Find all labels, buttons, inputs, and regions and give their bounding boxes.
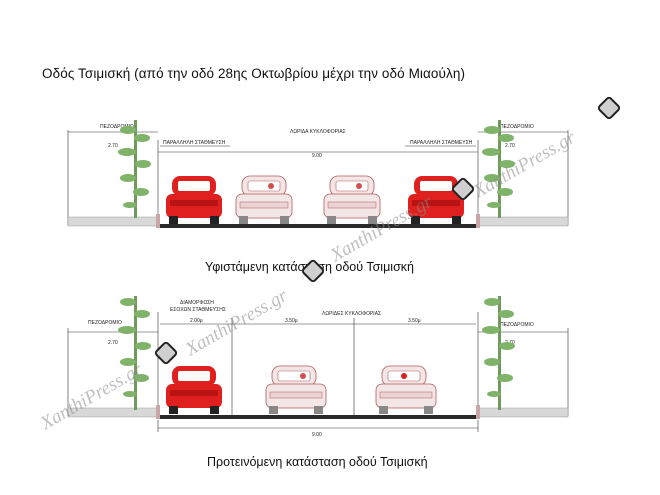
red-car-icon (166, 366, 222, 414)
parking-right-label: ΠΑΡΑΛΛΗΛΗ ΣΤΑΘΜΕΥΣΗ (410, 140, 473, 146)
red-car-icon (408, 176, 464, 224)
existing-caption: Υφιστάμενη κατάσταση οδού Τσιμισκή (205, 260, 414, 274)
red-car-icon (166, 176, 222, 224)
proposed-cross-section: ΠΕΖΟΔΡΟΜΙΟ 2.70 ΔΙΑΜΟΡΦΩΣΗ ΕΣΟΧΩΝ ΣΤΑΘΜΕ… (67, 296, 569, 438)
parking-label-line1: ΔΙΑΜΟΡΦΩΣΗ (180, 300, 214, 306)
sidewalk-left-label: ΠΕΖΟΔΡΟΜΙΟ (100, 124, 134, 130)
page-title: Οδός Τσιμισκή (από την οδό 28ης Οκτωβρίο… (42, 66, 466, 81)
sidewalk-left-width: 2.70 (108, 340, 118, 346)
parking-label-line2: ΕΣΟΧΩΝ ΣΤΑΘΜΕΥΣΗΣ (170, 307, 226, 313)
traffic-lanes-label: ΛΩΡΙΔΕΣ ΚΥΚΛΟΦΟΡΙΑΣ (322, 311, 381, 317)
existing-cross-section: ΠΕΖΟΔΡΟΜΙΟ 2.70 ΠΑΡΑΛΛΗΛΗ ΣΤΑΘΜΕΥΣΗ ΛΩΡΙ… (67, 120, 569, 228)
sidewalk-left-width: 2.70 (108, 143, 118, 149)
sidewalk-left-label: ΠΕΖΟΔΡΟΜΙΟ (88, 320, 122, 326)
car-icon (323, 175, 381, 224)
road-width-label: 9.00 (312, 153, 322, 159)
lane-width-1: 3.50μ (285, 318, 298, 324)
car-icon (375, 365, 437, 414)
road-width-label: 9.00 (312, 432, 322, 438)
parking-left-label: ΠΑΡΑΛΛΗΛΗ ΣΤΑΘΜΕΥΣΗ (163, 140, 226, 146)
sidewalk-right-width: 2.70 (505, 143, 515, 149)
lane-width-2: 3.50μ (408, 318, 421, 324)
car-icon (235, 175, 293, 224)
sidewalk-right-label: ΠΕΖΟΔΡΟΜΙΟ (500, 124, 534, 130)
tree-icon (118, 120, 151, 218)
car-icon (265, 365, 327, 414)
tree-icon (118, 296, 151, 410)
sidewalk-right-label: ΠΕΖΟΔΡΟΜΙΟ (500, 322, 534, 328)
tree-icon (482, 296, 515, 410)
parking-width: 2.00μ (190, 318, 203, 324)
traffic-lane-label: ΛΩΡΙΔΑ ΚΥΚΛΟΦΟΡΙΑΣ (290, 129, 346, 135)
proposed-caption: Προτεινόμενη κατάσταση οδού Τσιμισκή (207, 455, 428, 469)
tree-icon (482, 120, 515, 218)
